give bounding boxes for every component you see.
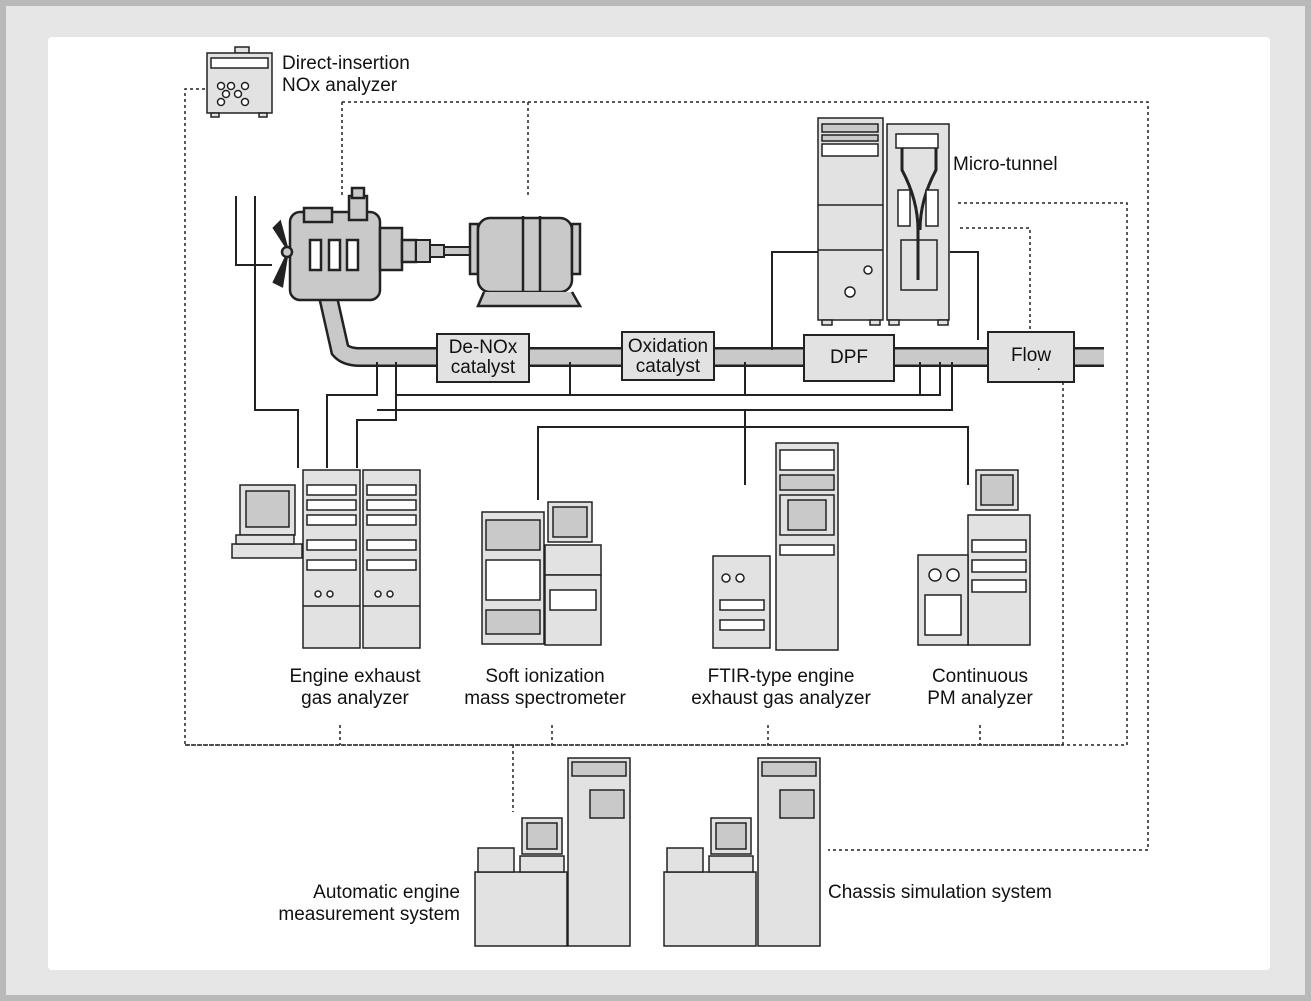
engine-exhaust-analyzer [231,469,421,649]
automatic-engine-system-label: Automatic engine measurement system [278,882,460,925]
ftir-analyzer-label: FTIR-type engine exhaust gas analyzer [691,666,871,709]
mass-spectrometer-label: Soft ionization mass spectrometer [464,666,626,709]
ftir-analyzer [712,442,839,651]
chassis-simulation-system [663,757,821,947]
direct-insertion-nox-label: Direct-insertion NOx analyzer [282,53,410,96]
mass-spectrometer [481,501,602,646]
engine [272,186,418,302]
oxidation-catalyst-box [621,331,715,381]
sample-lines [235,196,979,500]
exhaust-pipe [312,267,1104,367]
flow-meter-label: Flow mete [1010,346,1052,370]
micro-tunnel [817,117,950,326]
oxidation-catalyst-label: Oxidation catalyst [627,337,709,377]
direct-insertion-nox-analyzer [206,46,273,118]
shaft-coupling [415,239,471,263]
dpf-box [803,334,895,382]
automatic-engine-measurement-system [474,757,631,947]
de-nox-catalyst-label: De-NOx catalyst [448,338,518,378]
engine-exhaust-analyzer-label: Engine exhaust gas analyzer [289,666,421,709]
diagram-panel [48,37,1270,970]
pm-analyzer [917,469,1031,646]
flow-meter-box [987,331,1075,383]
pipe-components [436,331,1075,383]
chassis-simulation-label: Chassis simulation system [828,882,1052,903]
micro-tunnel-label: Micro-tunnel [953,154,1058,175]
pm-analyzer-label: Continuous PM analyzer [927,666,1033,709]
dpf-label: DPF [830,348,868,368]
dynamometer [468,216,583,308]
dotted-network-lines [184,88,1149,851]
de-nox-catalyst-box [436,333,530,383]
